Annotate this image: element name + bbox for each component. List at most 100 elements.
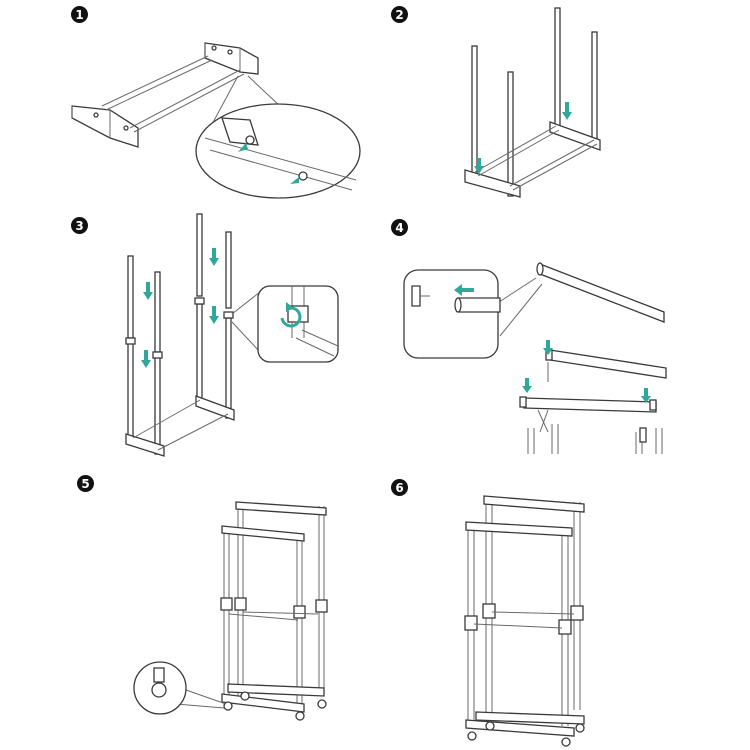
cross-bar: [509, 139, 598, 191]
height-collar: [464, 615, 478, 631]
bolt-hole: [211, 45, 217, 51]
pole: [554, 7, 561, 127]
base-rail: [227, 683, 325, 697]
callout-line: [495, 277, 543, 337]
cross-bar: [132, 399, 229, 451]
magnified-bar: [204, 137, 357, 191]
callout-line: [231, 291, 261, 353]
pole-top: [635, 428, 663, 454]
connector: [152, 351, 163, 359]
hanging-rail: [539, 263, 665, 323]
height-collar: [315, 599, 328, 613]
bolt-hole: [93, 112, 99, 118]
pole: [591, 31, 598, 147]
arrow-down-icon: [141, 350, 151, 368]
front-foot-edges: [71, 106, 111, 138]
rear-pole: [318, 506, 325, 690]
magnifier-callout: [403, 269, 499, 359]
bolt-hole: [123, 125, 129, 131]
cross-bar: [474, 125, 560, 177]
step-number-icon: 2: [391, 6, 408, 23]
step-number-icon: 1: [71, 6, 88, 23]
rotate-arrowhead: [286, 302, 294, 312]
front-foot: [125, 433, 165, 457]
upper-pole: [127, 255, 134, 339]
arrow-down-icon: [209, 248, 219, 266]
connector: [223, 311, 234, 319]
step-3-label: 3: [75, 218, 84, 233]
bolt-hole: [227, 49, 233, 55]
hanging-rail: [235, 501, 327, 516]
step-number-icon: 3: [71, 217, 88, 234]
hanging-rail: [523, 397, 657, 413]
caster-wheel-icon: [151, 682, 167, 698]
middle-bar: [228, 611, 319, 621]
hanging-rail: [465, 521, 573, 537]
caster-wheel-icon: [317, 699, 327, 709]
height-collar: [482, 603, 496, 619]
height-collar: [570, 605, 584, 621]
arrow-down-icon: [522, 378, 532, 393]
caster-stem: [153, 667, 165, 683]
caster-wheel-icon: [295, 711, 305, 721]
arrow-down-icon: [474, 158, 484, 174]
lower-pole: [225, 317, 232, 419]
collar: [537, 409, 549, 433]
hanging-rail: [483, 495, 585, 513]
step-1-label: 1: [75, 7, 84, 22]
arrow-icon: [290, 177, 299, 184]
step-number-icon: 5: [77, 475, 94, 492]
callout-line: [209, 75, 283, 129]
step-number-icon: 6: [391, 479, 408, 496]
step-4-label: 4: [395, 220, 404, 235]
pole: [471, 45, 478, 177]
step-6-label: 6: [395, 480, 404, 495]
front-pole: [223, 527, 230, 700]
arrow-down-icon: [143, 282, 153, 300]
cross-bar: [101, 55, 213, 111]
upper-pole: [196, 213, 203, 297]
caster-wheel-icon: [240, 691, 250, 701]
rear-foot-edges: [204, 43, 241, 72]
base-rail: [475, 711, 585, 725]
step-2-drawing: [464, 7, 601, 198]
rail-end-cap: [649, 399, 657, 411]
caster-wheel-icon: [467, 731, 477, 741]
arrow-down-icon: [543, 340, 553, 355]
magnifier-callout: [195, 103, 361, 199]
front-pole: [296, 536, 303, 706]
rail-end-cap: [519, 396, 527, 408]
height-collar: [234, 597, 247, 611]
step-6-drawing: [464, 495, 585, 747]
lower-pole: [127, 341, 134, 441]
step-3-drawing: [125, 213, 339, 457]
lower-pole: [196, 303, 203, 403]
step-2-label: 2: [395, 7, 404, 22]
bolt-hole: [245, 135, 255, 145]
rail-end: [454, 297, 462, 313]
step-4-drawing: [403, 262, 667, 454]
magnified-rail: [457, 297, 501, 313]
end-cap-part: [411, 285, 421, 307]
magnified-bar: [295, 329, 339, 357]
height-collar: [558, 619, 572, 635]
step-5-label: 5: [81, 476, 90, 491]
arrow-icon: [238, 143, 248, 152]
pole: [507, 71, 514, 197]
bolt-hole: [298, 171, 308, 181]
arrow-down-icon: [641, 388, 651, 403]
caster-wheel-icon: [561, 737, 571, 747]
step-1-drawing: [71, 42, 361, 199]
rotate-icon: [280, 306, 302, 328]
upper-pole: [154, 271, 161, 353]
arrow-left-icon: [454, 284, 474, 296]
connector: [194, 297, 205, 305]
lower-pole: [154, 355, 161, 455]
height-collar: [220, 597, 233, 611]
upper-pole: [225, 231, 232, 309]
pole-top: [527, 424, 559, 454]
hanging-rail: [221, 525, 305, 542]
arrow-down-icon: [209, 306, 219, 324]
